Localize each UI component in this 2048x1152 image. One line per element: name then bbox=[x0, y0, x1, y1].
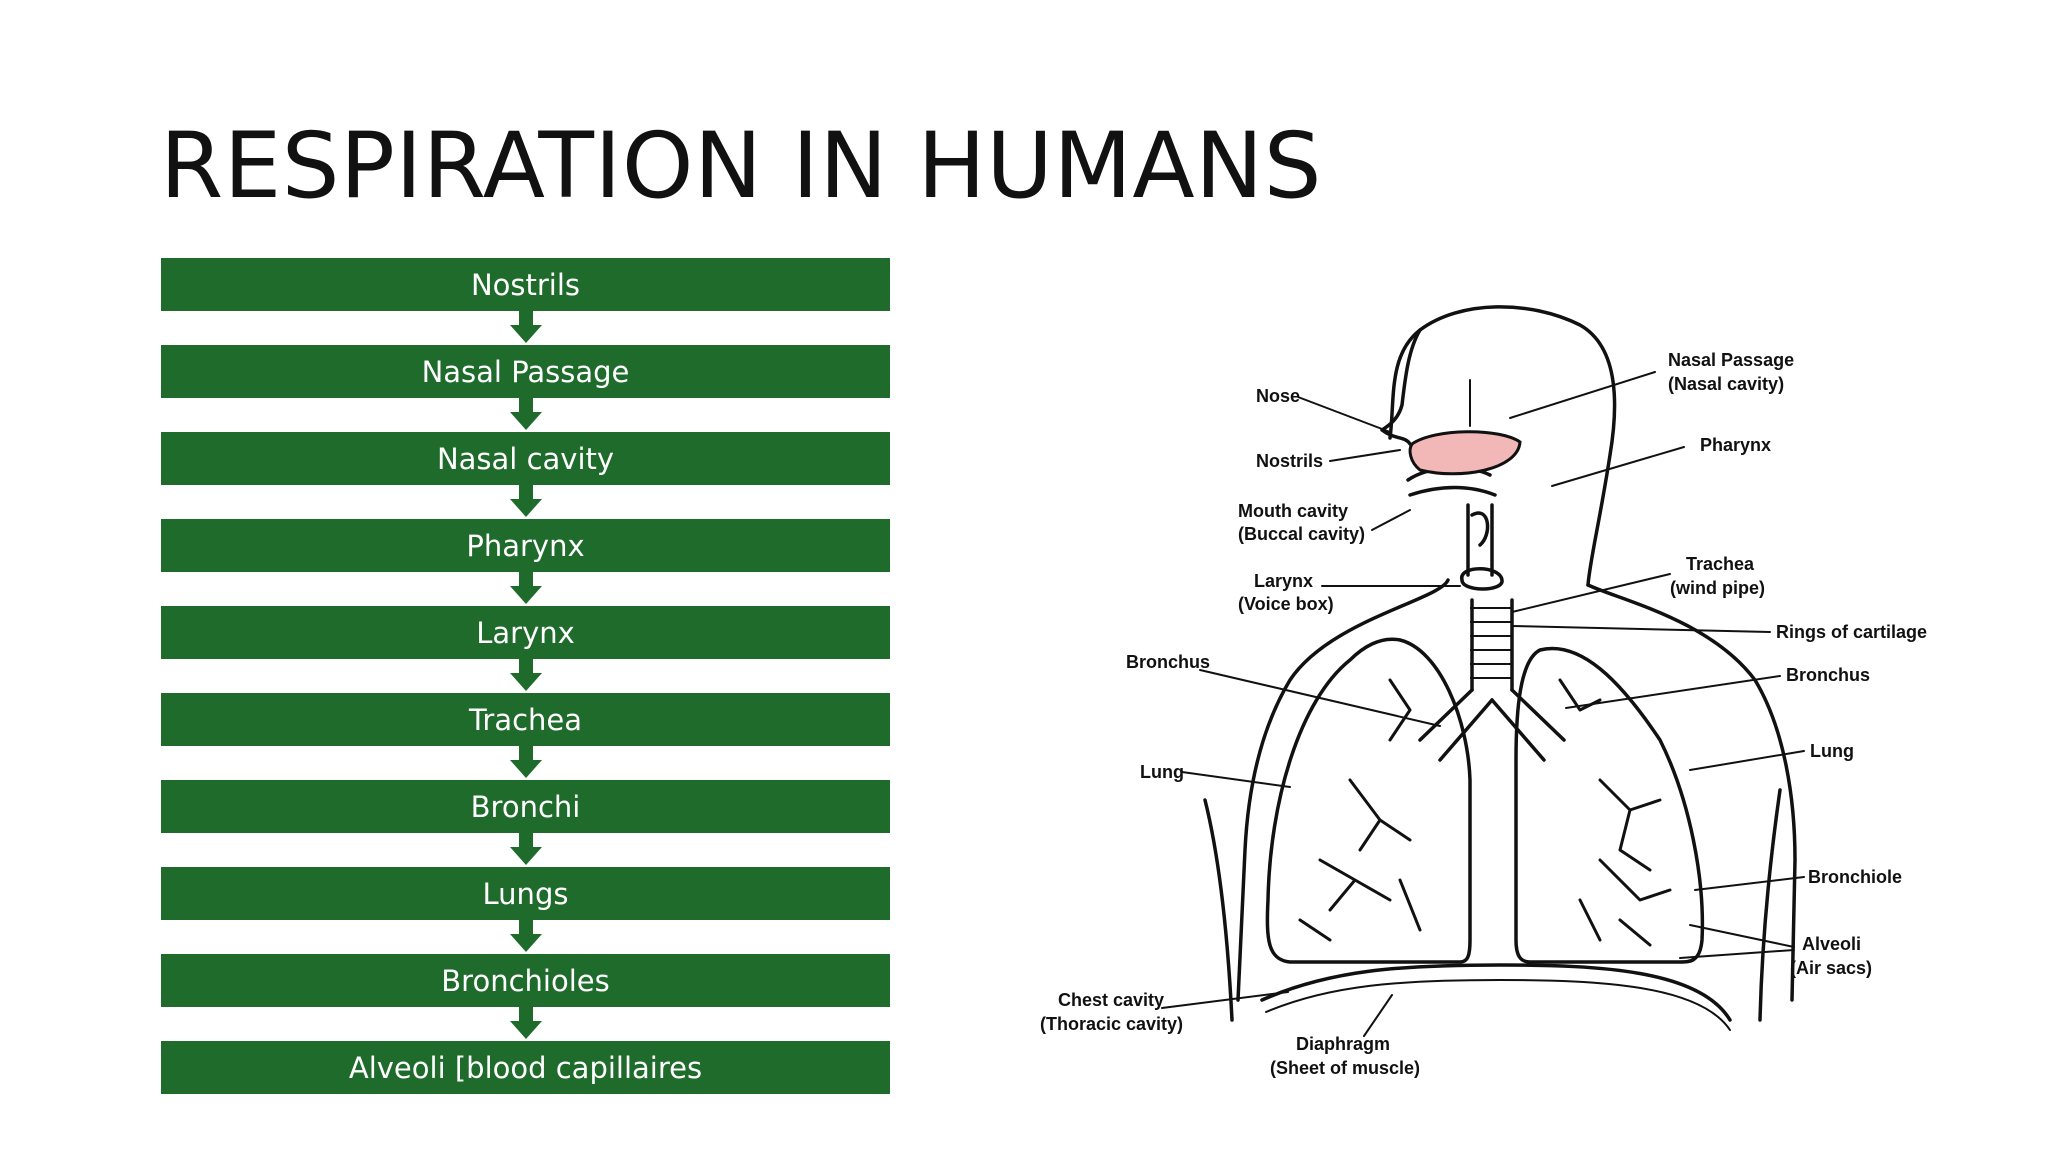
flow-step: Nasal Passage bbox=[161, 345, 890, 432]
down-arrow-icon bbox=[510, 485, 542, 517]
down-arrow-icon bbox=[510, 746, 542, 778]
down-arrow-icon bbox=[510, 398, 542, 430]
flow-step-label: Nostrils bbox=[161, 258, 890, 311]
label-lung-left: Lung bbox=[1140, 762, 1184, 782]
label-larynx-1: Larynx bbox=[1254, 571, 1313, 591]
label-chest-cavity-1: Chest cavity bbox=[1058, 990, 1164, 1010]
respiratory-system-diagram: Nose Nostrils Mouth cavity (Buccal cavit… bbox=[1040, 305, 1927, 1078]
flow-step-label: Lungs bbox=[161, 867, 890, 920]
right-lung bbox=[1514, 646, 1705, 964]
palate bbox=[1408, 430, 1522, 476]
label-nose: Nose bbox=[1256, 386, 1300, 406]
flow-step: Pharynx bbox=[161, 519, 890, 606]
label-mouth-cavity-1: Mouth cavity bbox=[1238, 501, 1348, 521]
label-diaphragm-1: Diaphragm bbox=[1296, 1034, 1390, 1054]
label-nasal-passage-1: Nasal Passage bbox=[1668, 350, 1794, 370]
left-bronchus bbox=[1418, 688, 1494, 762]
flow-step: Nostrils bbox=[161, 258, 890, 345]
flow-step: Bronchi bbox=[161, 780, 890, 867]
flow-step: Trachea bbox=[161, 693, 890, 780]
down-arrow-icon bbox=[510, 311, 542, 343]
label-diaphragm-2: (Sheet of muscle) bbox=[1270, 1058, 1420, 1078]
flow-step-label: Larynx bbox=[161, 606, 890, 659]
left-arm-line bbox=[1203, 798, 1234, 1022]
label-bronchus-left: Bronchus bbox=[1126, 652, 1210, 672]
flow-step-label: Bronchi bbox=[161, 780, 890, 833]
label-bronchiole: Bronchiole bbox=[1808, 867, 1902, 887]
flow-step-label: Bronchioles bbox=[161, 954, 890, 1007]
down-arrow-icon bbox=[510, 1007, 542, 1039]
down-arrow-icon bbox=[510, 833, 542, 865]
down-arrow-icon bbox=[510, 572, 542, 604]
label-larynx-2: (Voice box) bbox=[1238, 594, 1334, 614]
label-mouth-cavity-2: (Buccal cavity) bbox=[1238, 524, 1365, 544]
label-lung-right: Lung bbox=[1810, 741, 1854, 761]
label-alveoli-2: (Air sacs) bbox=[1790, 958, 1872, 978]
flow-step: Bronchioles bbox=[161, 954, 890, 1041]
left-lung bbox=[1265, 637, 1472, 964]
label-pharynx: Pharynx bbox=[1700, 435, 1771, 455]
label-chest-cavity-2: (Thoracic cavity) bbox=[1040, 1014, 1183, 1034]
down-arrow-icon bbox=[510, 920, 542, 952]
flow-step: Lungs bbox=[161, 867, 890, 954]
flow-step-label: Trachea bbox=[161, 693, 890, 746]
flow-step: Nasal cavity bbox=[161, 432, 890, 519]
label-bronchus-right: Bronchus bbox=[1786, 665, 1870, 685]
label-nostrils: Nostrils bbox=[1256, 451, 1323, 471]
label-trachea-1: Trachea bbox=[1686, 554, 1755, 574]
label-alveoli-1: Alveoli bbox=[1802, 934, 1861, 954]
slide-title: RESPIRATION IN HUMANS bbox=[160, 114, 1322, 219]
face-profile bbox=[1380, 328, 1422, 446]
head-outline bbox=[1388, 305, 1617, 587]
trachea bbox=[1470, 598, 1514, 692]
flow-step: Alveoli [blood capillaires bbox=[161, 1041, 890, 1128]
flow-step-label: Pharynx bbox=[161, 519, 890, 572]
label-trachea-2: (wind pipe) bbox=[1670, 578, 1765, 598]
flow-step-label: Nasal Passage bbox=[161, 345, 890, 398]
flow-step-label: Nasal cavity bbox=[161, 432, 890, 485]
label-nasal-passage-2: (Nasal cavity) bbox=[1668, 374, 1784, 394]
down-arrow-icon bbox=[510, 659, 542, 691]
right-arm-line bbox=[1758, 788, 1782, 1022]
right-bronchus bbox=[1490, 688, 1566, 762]
flow-step-label: Alveoli [blood capillaires bbox=[161, 1041, 890, 1094]
diaphragm bbox=[1260, 963, 1732, 1022]
label-rings-of-cartilage: Rings of cartilage bbox=[1776, 622, 1927, 642]
left-shoulder bbox=[1236, 578, 1450, 1002]
flow-step: Larynx bbox=[161, 606, 890, 693]
larynx bbox=[1460, 567, 1504, 591]
